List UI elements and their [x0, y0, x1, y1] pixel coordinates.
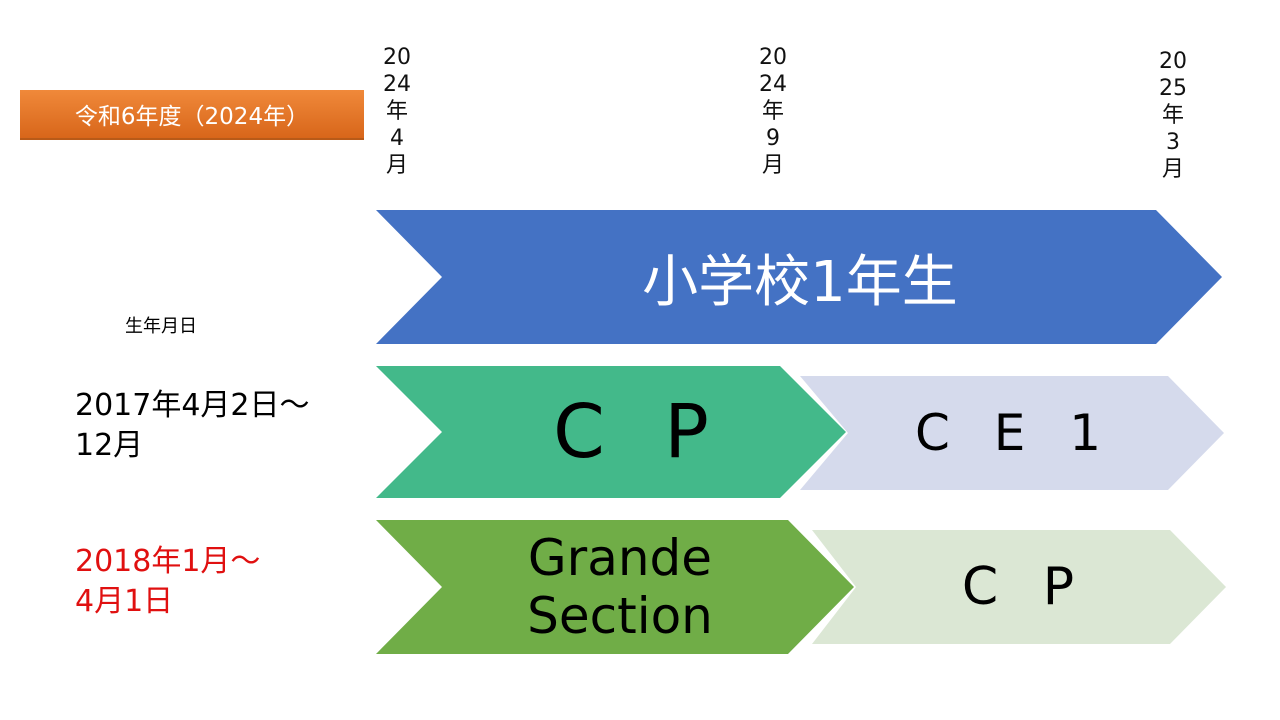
arrow-cp-bottom [812, 530, 1226, 644]
date-part: 年 [761, 99, 784, 124]
date-september-2024: 20 24 年 9 月 [753, 44, 793, 179]
cp-top-label: C P [553, 389, 727, 475]
date-part: 20 [759, 45, 787, 70]
date-part: 20 [1159, 49, 1187, 74]
date-part: 4 [390, 126, 404, 151]
date-part: 月 [761, 153, 784, 178]
grande-section-line: Section [527, 587, 713, 645]
shogaku-label: 小学校1年生 [642, 249, 958, 315]
date-part: 月 [385, 153, 408, 178]
fiscal-year-badge: 令和6年度（2024年） [20, 90, 364, 140]
birth-range-2017: 2017年4月2日～ 12月 [75, 386, 310, 466]
grande-section-line: Grande [527, 529, 713, 587]
birth-range-line: 12月 [75, 428, 144, 463]
date-part: 24 [383, 72, 411, 97]
birth-range-line: 2018年1月～ [75, 544, 261, 579]
birth-range-line: 4月1日 [75, 584, 174, 619]
arrow-grande-section [376, 520, 854, 654]
grande-section-label: Grande Section [460, 520, 780, 654]
date-part: 25 [1159, 76, 1187, 101]
date-part: 9 [766, 126, 780, 151]
date-part: 月 [1161, 157, 1184, 182]
date-part: 20 [383, 45, 411, 70]
date-part: 年 [1161, 103, 1184, 128]
date-april-2024: 20 24 年 4 月 [377, 44, 417, 179]
date-march-2025: 20 25 年 3 月 [1153, 48, 1193, 183]
ce1-label: C E 1 [914, 404, 1116, 462]
birth-range-line: 2017年4月2日～ [75, 388, 310, 423]
birth-range-2018: 2018年1月～ 4月1日 [75, 542, 260, 622]
arrow-ce1 [800, 376, 1224, 490]
date-part: 24 [759, 72, 787, 97]
cp-bottom-label: C P [961, 557, 1089, 617]
arrow-cp-top [376, 366, 846, 498]
arrow-shogaku [376, 210, 1222, 344]
date-part: 3 [1166, 130, 1180, 155]
birthdate-label: 生年月日 [125, 316, 197, 337]
date-part: 年 [385, 99, 408, 124]
